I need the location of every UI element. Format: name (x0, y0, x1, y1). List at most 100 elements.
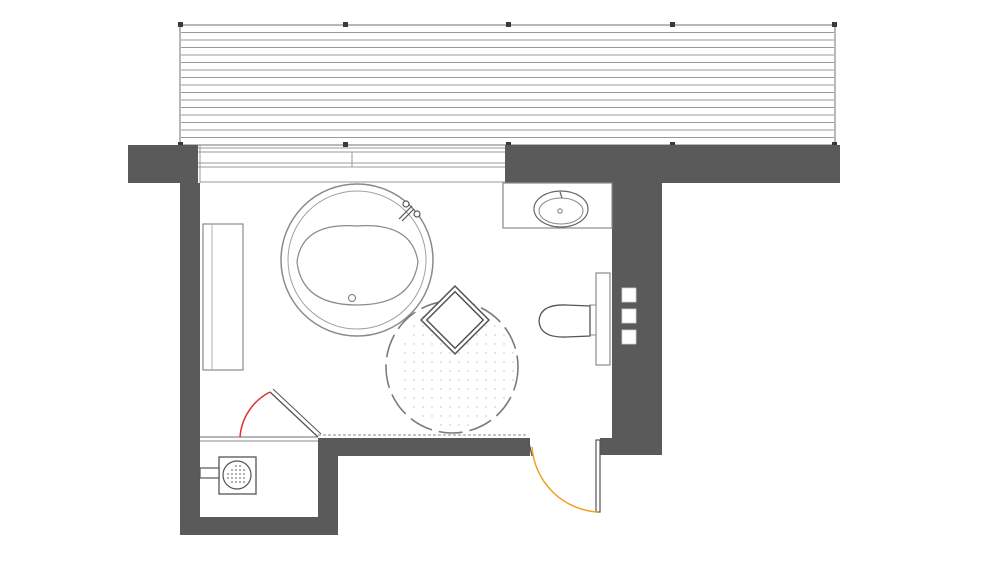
sink-tap-icon (559, 191, 563, 199)
deck-post (343, 22, 348, 27)
rug-dot (458, 406, 460, 408)
rug-texture (404, 307, 514, 426)
drain-hole (235, 481, 237, 483)
wall-top-right (505, 145, 840, 183)
sink-drain (557, 208, 563, 214)
wall-switch-icon (621, 287, 637, 303)
rug-dot (512, 352, 514, 354)
drain-hole (239, 465, 241, 467)
rug-dot (494, 370, 496, 372)
rug-dot (485, 406, 487, 408)
square-stool (419, 284, 491, 356)
rug-dot (413, 406, 415, 408)
wall-bottom (180, 517, 338, 535)
rug-dot (431, 388, 433, 390)
deck-post (506, 22, 511, 27)
rug-dot (485, 397, 487, 399)
rug-dot (422, 379, 424, 381)
rug-dot (413, 352, 415, 354)
wall-shower-right (318, 438, 338, 535)
deck-post (343, 142, 348, 147)
rug-dot (467, 370, 469, 372)
rug-dot (458, 388, 460, 390)
rug-dot (440, 361, 442, 363)
rug-dot (413, 361, 415, 363)
toilet-cistern (595, 272, 611, 366)
bathtub-drain (348, 294, 356, 302)
rug-dot (467, 406, 469, 408)
wall-right-end (600, 438, 662, 455)
drain-hole (231, 473, 233, 475)
drain-hole (235, 469, 237, 471)
rug-dot (467, 379, 469, 381)
rug-dot (512, 370, 514, 372)
rug-dot (440, 388, 442, 390)
round-bathtub (280, 183, 434, 337)
rug-dot (404, 379, 406, 381)
rug-dot (485, 415, 487, 417)
drain-hole (239, 477, 241, 479)
drain-hole (239, 473, 241, 475)
rug-dot (431, 406, 433, 408)
rug-dot (494, 352, 496, 354)
rug-dot (449, 424, 451, 426)
drain-hole (235, 465, 237, 467)
rug-dot (503, 334, 505, 336)
rug-dot (503, 388, 505, 390)
rug-dot (422, 343, 424, 345)
rug-dot (494, 343, 496, 345)
rug-dot (404, 370, 406, 372)
rug-dot (458, 415, 460, 417)
rug-dot (485, 379, 487, 381)
rug-dot (440, 352, 442, 354)
rug-dot (476, 415, 478, 417)
rug-dot (485, 334, 487, 336)
deck-boards (181, 32, 834, 138)
deck-post (832, 22, 837, 27)
wall-switch-panel (621, 287, 637, 345)
rug-dot (449, 352, 451, 354)
rug-dot (449, 415, 451, 417)
shower-door (239, 388, 322, 438)
rug-dot (404, 361, 406, 363)
rug-dot (485, 361, 487, 363)
deck-post (670, 22, 675, 27)
rug-dot (512, 379, 514, 381)
washbasin (502, 182, 613, 229)
drain-hole (243, 481, 245, 483)
deck-posts (178, 22, 837, 147)
rug-dot (440, 370, 442, 372)
rug-dot (449, 379, 451, 381)
rug-dot (494, 361, 496, 363)
deck-post (178, 22, 183, 27)
rug-dot (458, 352, 460, 354)
rug-dot (485, 343, 487, 345)
drain-hole (231, 477, 233, 479)
drain-hole (227, 473, 229, 475)
shower-mixer-icon (199, 467, 220, 479)
rug-dot (404, 388, 406, 390)
wall-switch-icon (621, 308, 637, 324)
rug-dot (413, 379, 415, 381)
rug-dot (458, 361, 460, 363)
rug-dot (413, 370, 415, 372)
rug-dot (422, 415, 424, 417)
rug-dot (431, 352, 433, 354)
rug-dot (485, 370, 487, 372)
rug-dot (431, 379, 433, 381)
rug-dot (422, 370, 424, 372)
rug-dot (494, 406, 496, 408)
toilet (538, 272, 611, 366)
rug-dot (440, 343, 442, 345)
wall-inner-horizontal (318, 438, 530, 456)
rug-dot (440, 397, 442, 399)
drain-hole (239, 481, 241, 483)
rug-dot (467, 361, 469, 363)
drain-hole (243, 473, 245, 475)
bathtub-tap-icon (398, 200, 421, 222)
drain-hole (235, 477, 237, 479)
rug-dot (431, 361, 433, 363)
wall-switch-icon (621, 329, 637, 345)
rug-dot (404, 343, 406, 345)
rug-dot (431, 370, 433, 372)
